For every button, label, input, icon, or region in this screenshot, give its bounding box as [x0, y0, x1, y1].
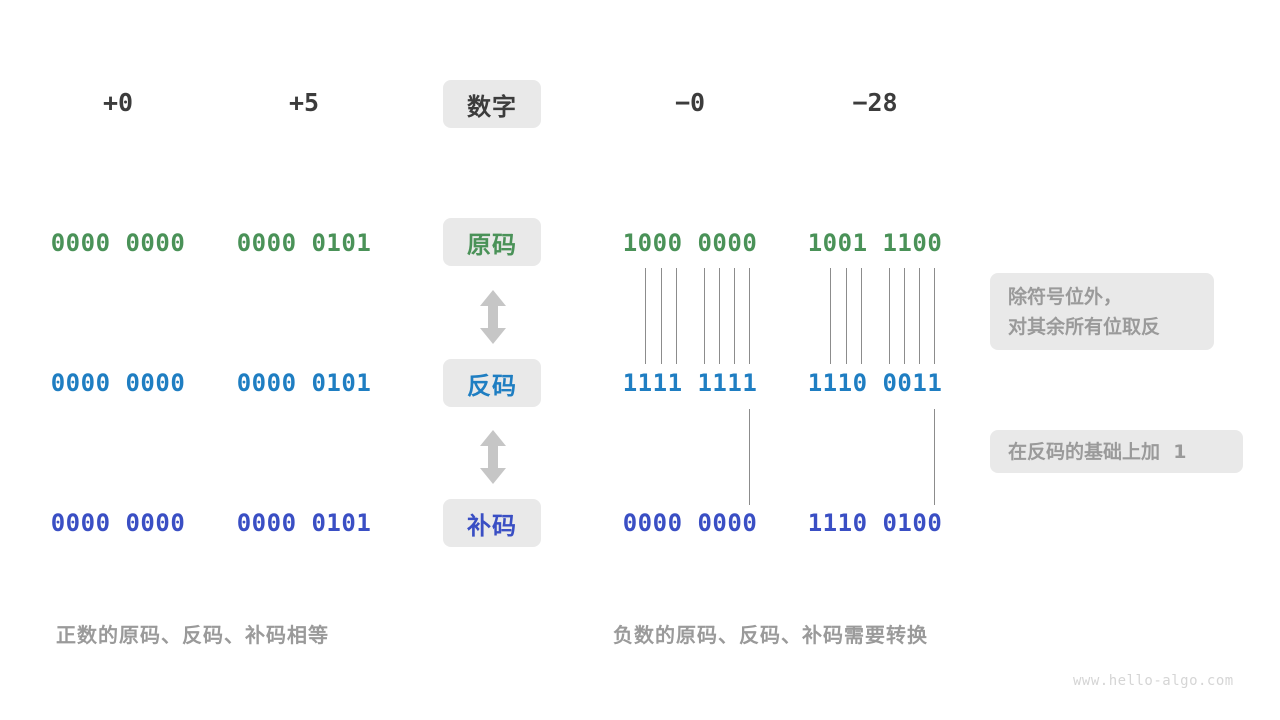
bit-connector-line: [934, 268, 935, 364]
cell-ones-complement-minus-twentyeight: 1110 0011: [807, 369, 943, 397]
cell-sign-magnitude-minus-zero: 1000 0000: [622, 229, 758, 257]
cell-sign-magnitude-plus-five: 0000 0101: [236, 229, 372, 257]
bit-connector-line: [889, 268, 890, 364]
bit-connector-line: [904, 268, 905, 364]
bit-connector-line: [719, 268, 720, 364]
note-add-one: 在反码的基础上加 1: [990, 430, 1243, 473]
row-label-ones-complement: 反码: [443, 359, 541, 407]
double-vertical-arrow-icon: [477, 428, 509, 490]
header-column-plus-five: +5: [288, 88, 320, 117]
caption-negative: 负数的原码、反码、补码需要转换: [613, 623, 928, 647]
bit-connector-line: [704, 268, 705, 364]
cell-sign-magnitude-plus-zero: 0000 0000: [50, 229, 186, 257]
bit-connector-line: [830, 268, 831, 364]
bit-connector-line: [861, 268, 862, 364]
caption-positive: 正数的原码、反码、补码相等: [56, 623, 329, 647]
bit-connector-line: [661, 268, 662, 364]
bit-connector-line: [846, 268, 847, 364]
cell-twos-complement-minus-twentyeight: 1110 0100: [807, 509, 943, 537]
cell-twos-complement-plus-zero: 0000 0000: [50, 509, 186, 537]
note-add-one-line1: 在反码的基础上加 1: [1008, 440, 1187, 463]
row-label-twos-complement: 补码: [443, 499, 541, 547]
cell-twos-complement-minus-zero: 0000 0000: [622, 509, 758, 537]
double-vertical-arrow-icon: [477, 288, 509, 350]
bit-connector-line: [676, 268, 677, 364]
row-label-sign-magnitude: 原码: [443, 218, 541, 266]
header-label-number: 数字: [443, 80, 541, 128]
cell-sign-magnitude-minus-twentyeight: 1001 1100: [807, 229, 943, 257]
note-invert-bits-line1: 除符号位外，: [1008, 285, 1123, 308]
bit-connector-line: [645, 268, 646, 364]
bit-connector-line: [734, 268, 735, 364]
watermark: www.hello-algo.com: [1073, 673, 1234, 689]
note-invert-bits: 除符号位外， 对其余所有位取反: [990, 273, 1214, 350]
header-column-minus-twentyeight: −28: [852, 88, 898, 117]
cell-twos-complement-plus-five: 0000 0101: [236, 509, 372, 537]
bit-connector-line: [919, 268, 920, 364]
carry-connector-line: [749, 409, 750, 505]
bit-connector-line: [749, 268, 750, 364]
cell-ones-complement-minus-zero: 1111 1111: [622, 369, 758, 397]
note-invert-bits-line2: 对其余所有位取反: [1008, 315, 1161, 338]
header-column-plus-zero: +0: [102, 88, 134, 117]
cell-ones-complement-plus-five: 0000 0101: [236, 369, 372, 397]
carry-connector-line: [934, 409, 935, 505]
header-column-minus-zero: −0: [674, 88, 706, 117]
cell-ones-complement-plus-zero: 0000 0000: [50, 369, 186, 397]
